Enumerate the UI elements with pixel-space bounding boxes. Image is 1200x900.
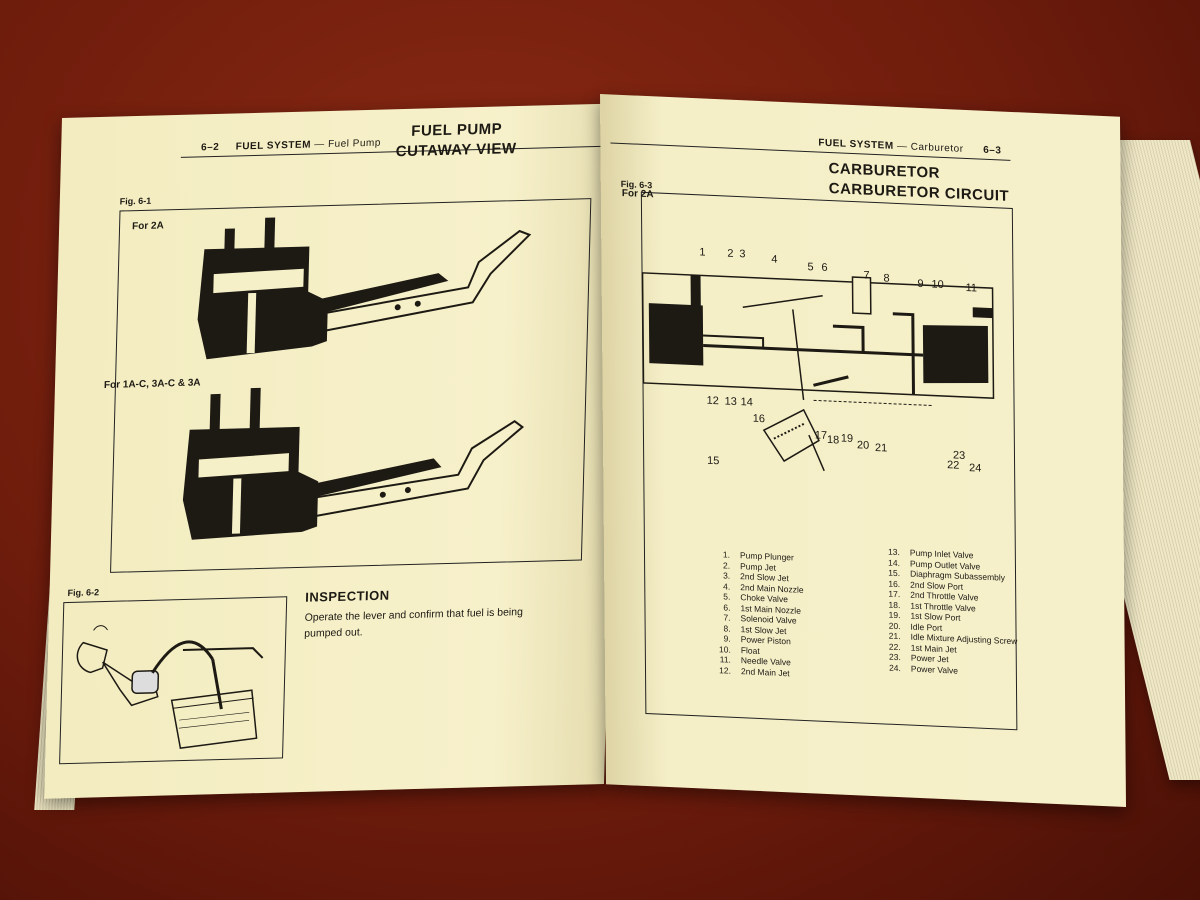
left-page-number: 6–2 <box>200 141 220 154</box>
left-page-header: 6–2 FUEL SYSTEM — Fuel Pump <box>201 138 381 154</box>
fuel-pump-cutaway-drawings <box>182 217 532 540</box>
callout-23: 23 <box>952 449 966 462</box>
fuel-pump-2a-drawing <box>197 217 532 360</box>
callout-7: 7 <box>863 269 870 282</box>
fig-6-1-label: Fig. 6-1 <box>119 195 152 207</box>
carburetor-circuit-drawing <box>641 272 995 472</box>
callout-19: 19 <box>840 432 854 446</box>
inspection-text: Operate the lever and confirm that fuel … <box>304 606 524 640</box>
legend-left: 1.Pump Plunger 2.Pump Jet 3.2nd Slow Jet… <box>704 549 804 679</box>
fig-6-2-frame <box>59 596 288 765</box>
callout-11: 11 <box>965 281 978 295</box>
right-page-number: 6–3 <box>983 144 1002 157</box>
callout-6: 6 <box>821 261 828 274</box>
callout-9: 9 <box>917 277 924 291</box>
callout-13: 13 <box>724 395 737 408</box>
callout-10: 10 <box>931 278 944 292</box>
callout-2: 2 <box>727 247 734 260</box>
fig-6-3-frame: For 2A <box>622 188 1018 731</box>
callout-5: 5 <box>807 261 814 274</box>
callout-8: 8 <box>883 272 890 285</box>
inspection-heading: INSPECTION <box>305 587 390 605</box>
left-title-line1: FUEL PUMP <box>411 120 503 140</box>
callout-16: 16 <box>752 412 766 426</box>
callout-14: 14 <box>740 396 753 409</box>
right-subsection-name: — Carburetor <box>896 140 964 155</box>
left-page: 6–2 FUEL SYSTEM — Fuel Pump FUEL PUMP CU… <box>44 103 622 799</box>
callout-24: 24 <box>969 462 982 475</box>
fuel-pump-1a-3a-drawing <box>182 387 525 540</box>
left-title-line2: CUTAWAY VIEW <box>395 140 517 161</box>
callout-3: 3 <box>739 248 746 261</box>
callout-21: 21 <box>874 442 888 455</box>
right-page: FUEL SYSTEM — Carburetor 6–3 CARBURETOR … <box>600 94 1127 808</box>
callout-15: 15 <box>707 454 720 468</box>
right-title-line1: CARBURETOR <box>828 159 941 182</box>
callout-18: 18 <box>826 433 840 447</box>
left-section-name: FUEL SYSTEM <box>235 139 312 153</box>
right-section-name: FUEL SYSTEM <box>818 137 894 152</box>
callout-17: 17 <box>814 429 828 442</box>
callout-1: 1 <box>699 246 706 259</box>
callout-4: 4 <box>771 253 778 266</box>
left-subsection-name: — Fuel Pump <box>314 137 382 151</box>
fuel-pump-test-drawing <box>76 625 264 749</box>
fig-6-1-frame: For 2A For 1A-C, 3A-C & 3A <box>104 198 592 573</box>
legend-right: 13.Pump Inlet Valve 14.Pump Outlet Valve… <box>874 546 1018 678</box>
fig-6-2-label: Fig. 6-2 <box>67 587 100 599</box>
callout-20: 20 <box>856 439 870 452</box>
callout-12: 12 <box>706 394 719 408</box>
